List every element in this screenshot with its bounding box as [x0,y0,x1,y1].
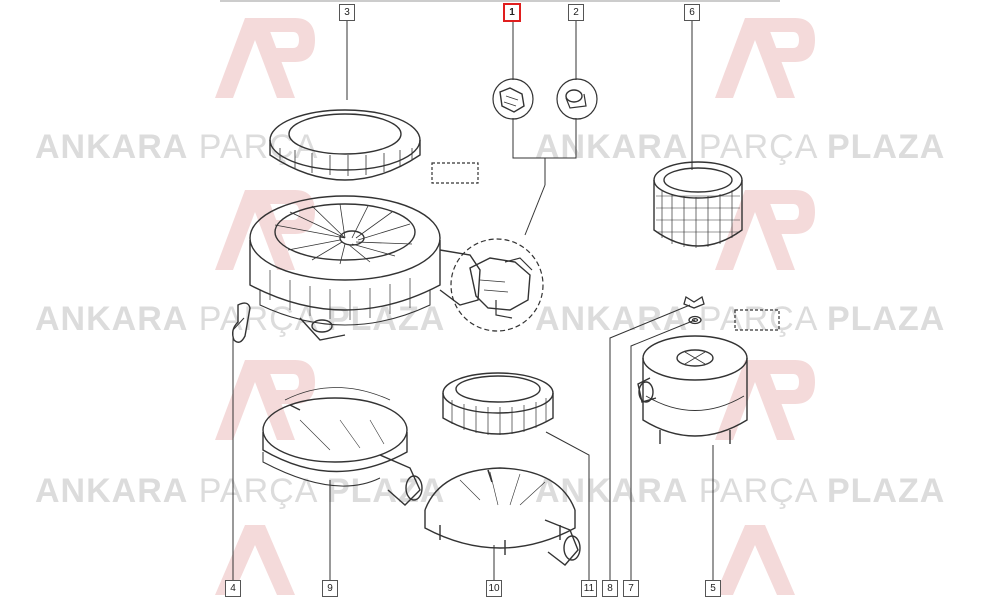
logo-mark-icon [215,18,315,98]
callout-10[interactable]: 10 [486,580,502,597]
callout-9[interactable]: 9 [322,580,338,597]
cylinder-filter-6 [653,161,743,248]
logo-mark-icon [215,525,295,595]
callout-5[interactable]: 5 [705,580,721,597]
logo-mark-icon [715,190,815,270]
washer-7 [688,315,702,325]
logo-mark-icon [715,18,815,98]
callout-7[interactable]: 7 [623,580,639,597]
filter-cover-9 [262,387,423,506]
logo-mark-icon [715,525,795,595]
leader-lines [232,19,714,580]
fitting-1 [492,78,534,120]
callout-11[interactable]: 11 [581,580,597,597]
callout-4[interactable]: 4 [225,580,241,597]
callout-6[interactable]: 6 [684,4,700,21]
wing-nut-8 [683,295,705,309]
elbow-detail [450,238,544,332]
air-filter-housing-5 [637,335,748,444]
logo-mark-icon [715,360,815,440]
fitting-2 [556,78,598,120]
filter-cover-10 [424,467,581,566]
air-filter-housing [249,195,481,341]
callout-8[interactable]: 8 [602,580,618,597]
filter-ring-3 [269,109,421,181]
callout-1[interactable]: 1 [503,3,521,22]
callout-3[interactable]: 3 [339,4,355,21]
clip-4 [231,302,251,343]
filter-ring-11 [442,372,554,435]
callout-2[interactable]: 2 [568,4,584,21]
